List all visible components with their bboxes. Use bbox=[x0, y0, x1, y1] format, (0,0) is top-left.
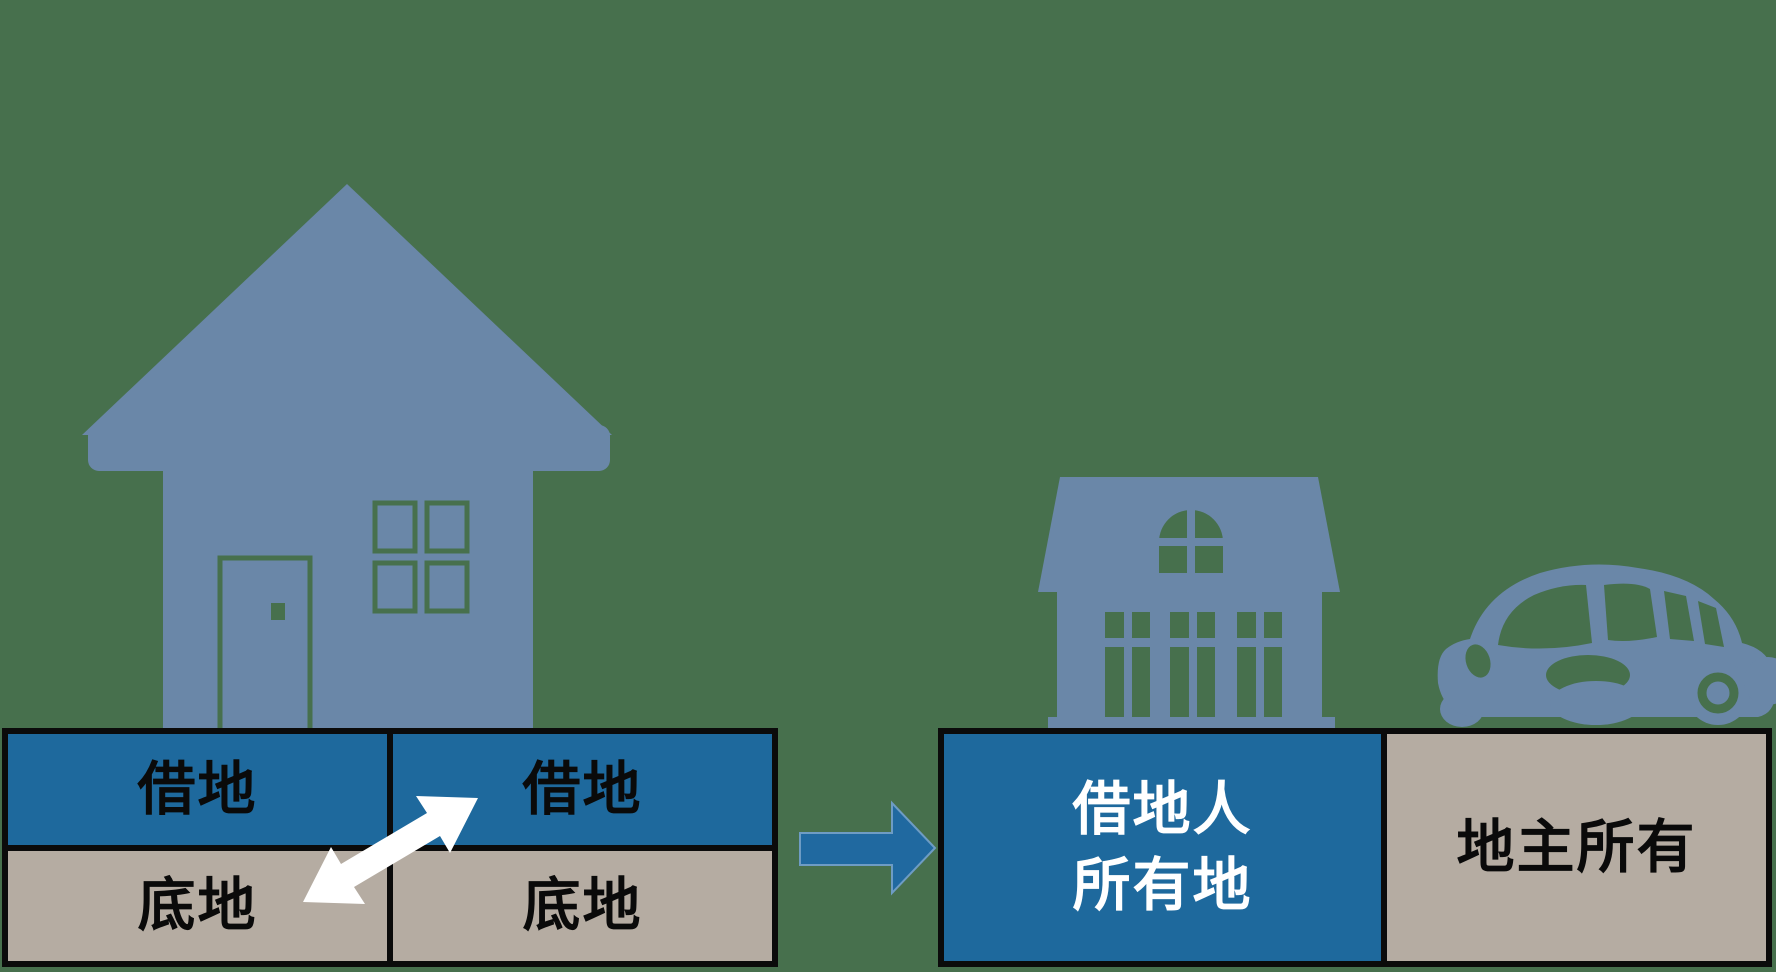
cell-tenant-owned: 借地人 所有地 bbox=[944, 734, 1381, 961]
cell-landlord-owned: 地主所有 bbox=[1387, 734, 1766, 961]
cell-leased-left: 借地 bbox=[8, 734, 387, 845]
right-arrow-icon bbox=[799, 800, 937, 896]
car-icon bbox=[1437, 564, 1776, 727]
after-land-grid: 借地人 所有地 地主所有 bbox=[938, 728, 1772, 967]
cell-bottomland-right: 底地 bbox=[393, 851, 772, 961]
cell-label-line2: 所有地 bbox=[1072, 852, 1253, 918]
cell-label: 底地 bbox=[522, 873, 643, 938]
cell-label-line1: 借地人 bbox=[1072, 776, 1253, 842]
large-house-icon bbox=[82, 184, 612, 736]
cell-label: 底地 bbox=[137, 873, 258, 938]
cell-label: 借地 bbox=[522, 756, 643, 822]
cell-label: 借地 bbox=[137, 756, 258, 822]
small-house-windows bbox=[1105, 612, 1282, 717]
small-house-icon bbox=[1038, 477, 1340, 730]
swap-double-arrow-icon bbox=[303, 796, 478, 904]
cell-label: 地主所有 bbox=[1456, 814, 1697, 880]
